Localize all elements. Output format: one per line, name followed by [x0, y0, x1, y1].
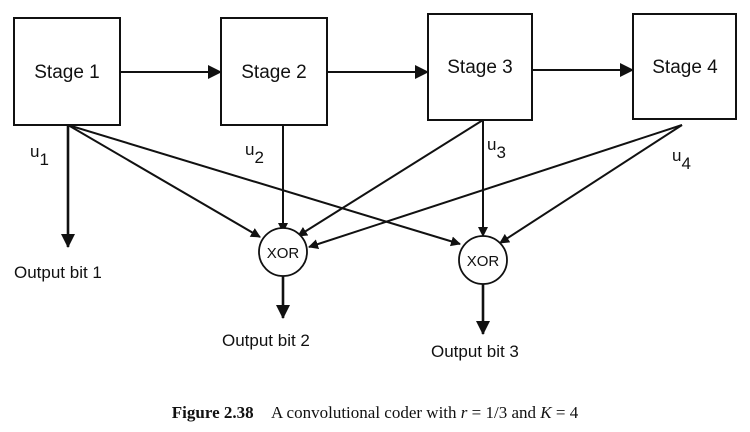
tap-wire-u4-xor2	[499, 124, 683, 244]
output-bit-3-label: Output bit 3	[431, 342, 519, 361]
tap-wire-u1-xor1	[67, 124, 261, 238]
stage-2: Stage 2	[220, 17, 328, 126]
stage-1: Stage 1	[13, 17, 121, 126]
xor-gate-2-label: XOR	[467, 253, 500, 270]
figure-caption: Figure 2.38 A convolutional coder with r…	[172, 403, 579, 422]
stage-1-label: Stage 1	[34, 62, 100, 83]
tap-label-u2: u2	[245, 140, 264, 167]
caption-figure-number: Figure 2.38	[172, 403, 254, 422]
stage-3-label: Stage 3	[447, 57, 513, 78]
stage-4-label: Stage 4	[652, 57, 718, 78]
tap-wire-u3-xor1	[297, 119, 484, 237]
output-bit-1-label: Output bit 1	[14, 263, 102, 282]
stage-2-label: Stage 2	[241, 62, 307, 83]
xor-gate-1-label: XOR	[267, 245, 300, 262]
tap-wire-u1-xor2	[67, 124, 461, 247]
xor-gate-1: XOR	[258, 227, 308, 277]
tap-label-u1: u1	[30, 142, 49, 169]
tap-label-u3: u3	[487, 135, 506, 162]
stage-4: Stage 4	[632, 13, 737, 120]
output-bit-2-label: Output bit 2	[222, 331, 310, 350]
tap-label-u4: u4	[672, 146, 691, 173]
stage-3: Stage 3	[427, 13, 533, 121]
xor-gate-2: XOR	[458, 235, 508, 285]
tap-wire-u4-xor1	[308, 124, 683, 249]
